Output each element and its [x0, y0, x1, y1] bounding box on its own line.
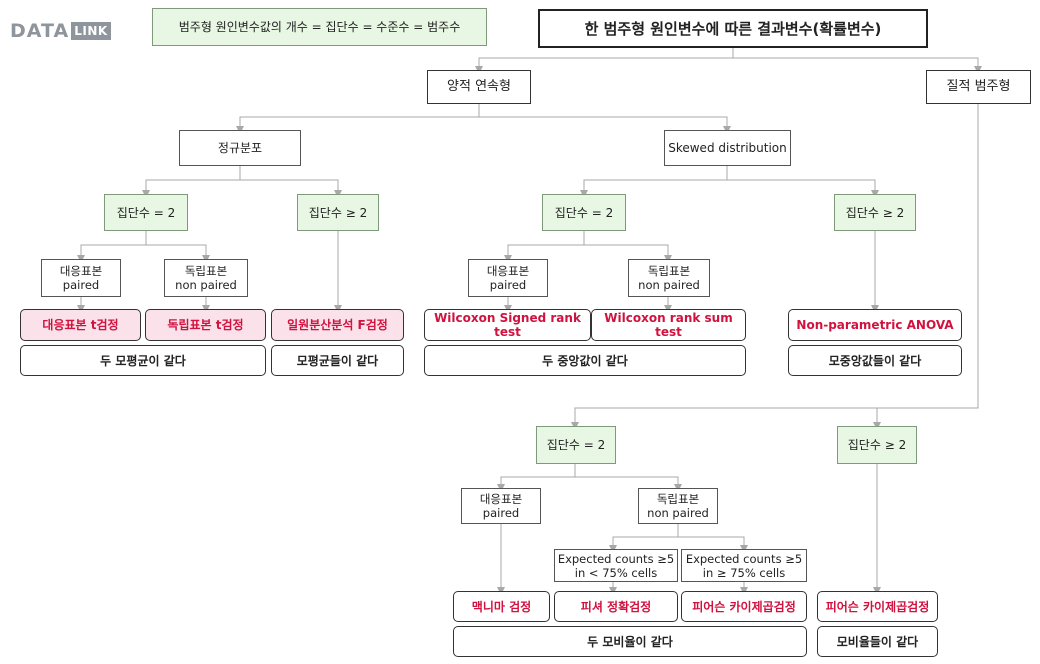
logo-word-data: DATA — [10, 20, 70, 42]
result-proportions-equal: 모비율들이 같다 — [817, 626, 938, 657]
nonpaired-label-ko: 독립표본 — [656, 492, 700, 506]
paired-label-ko: 대응표본 — [59, 264, 103, 278]
result-two-medians-equal: 두 중앙값이 같다 — [424, 345, 746, 376]
skewed-nonpaired-node: 독립표본 non paired — [628, 259, 710, 297]
paired-t-test: 대응표본 t검정 — [20, 309, 141, 341]
nonpaired-label-en: non paired — [175, 278, 237, 292]
pearson-chi-square-test-two: 피어슨 카이제곱검정 — [681, 591, 807, 622]
result-medians-equal: 모중앙값들이 같다 — [788, 345, 962, 376]
quantitative-continuous-node: 양적 연속형 — [427, 70, 531, 104]
expected-ge-line2: in ≥ 75% cells — [702, 565, 786, 580]
logo-word-link: LINK — [71, 22, 111, 40]
skewed-distribution-node: Skewed distribution — [664, 130, 791, 166]
expected-counts-ge75-node: Expected counts ≥5 in ≥ 75% cells — [681, 549, 807, 582]
datalink-logo: DATA LINK — [10, 20, 111, 42]
nonpaired-label-en: non paired — [647, 506, 709, 520]
result-means-equal: 모평균들이 같다 — [271, 345, 404, 376]
nonpaired-label-ko: 독립표본 — [184, 264, 228, 278]
definition-note: 범주형 원인변수값의 개수 = 집단수 = 수준수 = 범주수 — [152, 8, 487, 46]
qualitative-categorical-node: 질적 범주형 — [926, 70, 1031, 104]
expected-counts-lt75-node: Expected counts ≥5 in < 75% cells — [554, 549, 678, 582]
normal-groups-ge2-node: 집단수 ≥ 2 — [297, 194, 379, 231]
normal-nonpaired-node: 독립표본 non paired — [164, 259, 248, 297]
categorical-nonpaired-node: 독립표본 non paired — [638, 488, 718, 524]
skewed-groups-eq2-node: 집단수 = 2 — [542, 194, 626, 231]
categorical-groups-eq2-node: 집단수 = 2 — [536, 426, 616, 464]
paired-label-en: paired — [482, 506, 520, 520]
categorical-groups-ge2-node: 집단수 ≥ 2 — [837, 426, 917, 464]
categorical-paired-node: 대응표본 paired — [461, 488, 541, 524]
independent-t-test: 독립표본 t검정 — [145, 309, 266, 341]
nonpaired-label-en: non paired — [638, 278, 700, 292]
paired-label-ko: 대응표본 — [486, 264, 530, 278]
wilcoxon-signed-rank-test: Wilcoxon Signed rank test — [424, 309, 591, 341]
wilcoxon-rank-sum-test: Wilcoxon rank sum test — [591, 309, 746, 341]
result-two-means-equal: 두 모평균이 같다 — [20, 345, 266, 376]
skewed-groups-ge2-node: 집단수 ≥ 2 — [834, 194, 916, 231]
paired-label-ko: 대응표본 — [479, 492, 523, 506]
non-parametric-anova-test: Non-parametric ANOVA — [788, 309, 962, 341]
result-two-proportions-equal: 두 모비율이 같다 — [453, 626, 807, 657]
normal-groups-eq2-node: 집단수 = 2 — [104, 194, 188, 231]
normal-paired-node: 대응표본 paired — [41, 259, 121, 297]
nonpaired-label-ko: 독립표본 — [647, 264, 691, 278]
expected-lt-line2: in < 75% cells — [574, 565, 658, 580]
expected-lt-line1: Expected counts ≥5 — [557, 551, 675, 566]
skewed-paired-node: 대응표본 paired — [468, 259, 548, 297]
one-way-anova-f-test: 일원분산분석 F검정 — [271, 309, 404, 341]
title-node: 한 범주형 원인변수에 따른 결과변수(확률변수) — [538, 9, 928, 48]
mcnemar-test: 맥니마 검정 — [453, 591, 550, 622]
normal-distribution-node: 정규분포 — [179, 130, 301, 166]
fisher-exact-test: 피셔 정확검정 — [554, 591, 678, 622]
paired-label-en: paired — [489, 278, 527, 292]
paired-label-en: paired — [62, 278, 100, 292]
expected-ge-line1: Expected counts ≥5 — [685, 551, 803, 566]
pearson-chi-square-test-multi: 피어슨 카이제곱검정 — [817, 591, 938, 622]
